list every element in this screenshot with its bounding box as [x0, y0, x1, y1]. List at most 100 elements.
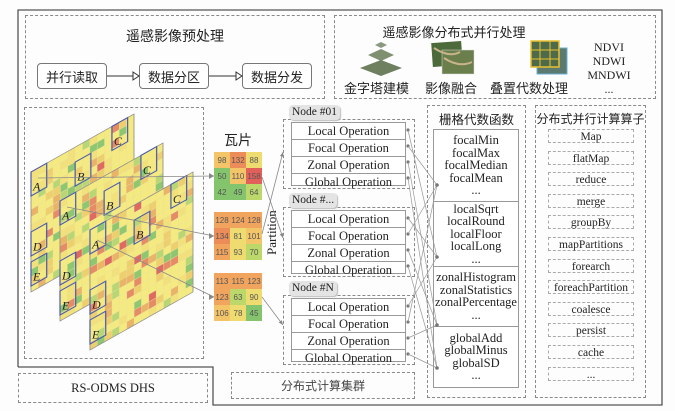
operator-item: persist: [548, 323, 634, 338]
index-list: NDVI NDWI MNDWI ...: [574, 40, 644, 96]
operator-item: merge: [548, 193, 634, 208]
region-box-C: [170, 174, 188, 210]
op-link: [407, 161, 438, 326]
node-1-panel: [283, 119, 415, 189]
op-link: [407, 184, 438, 323]
overlay-label: 叠置代数处理: [490, 82, 569, 97]
tile-link-1: [37, 175, 215, 179]
tile-cell: 93: [230, 244, 246, 260]
operator-item: ...: [548, 366, 634, 381]
overlay-grid-icon: [530, 40, 568, 75]
node-2-local-op: Local Operation: [292, 211, 405, 228]
function-item: ...: [471, 368, 481, 383]
tile-cell: 49: [230, 184, 246, 200]
region-label-A: A: [91, 237, 100, 251]
tile-cell: 158: [246, 168, 262, 184]
tile-link-2: [66, 206, 215, 237]
node-2-panel: [283, 207, 415, 277]
function-item: zonalHistogram: [436, 270, 516, 285]
node-n-zonal-op: Zonal Operation: [292, 333, 405, 350]
function-item: localRound: [447, 214, 505, 229]
function-item: focalMedian: [444, 158, 508, 173]
function-item: focalMin: [453, 133, 499, 148]
node-n-focal-op: Focal Operation: [292, 316, 405, 333]
function-item: localLong: [450, 239, 502, 254]
region-box-B: [74, 152, 92, 188]
tile-cell: 124: [230, 212, 246, 228]
node-1-tag: Node #01: [289, 105, 341, 120]
region-label-B: B: [136, 228, 144, 242]
preprocess-panel: [25, 15, 325, 99]
tile-cell: 110: [230, 168, 246, 184]
operator-item: groupBy: [548, 215, 634, 230]
region-label-C: C: [173, 192, 182, 206]
node-2-zonal-op: Zonal Operation: [292, 245, 405, 262]
pyramid-label: 金字塔建模: [344, 82, 410, 97]
tile-link-3: [96, 239, 215, 298]
fusion-label: 影像融合: [425, 82, 478, 97]
parallel-panel: [334, 15, 656, 99]
step-data-distribute: 数据分发: [242, 63, 312, 89]
partition-arrow-2: [261, 151, 284, 235]
step-data-partition: 数据分区: [139, 63, 209, 89]
region-box-E: [59, 281, 77, 316]
tile-cell: 134: [214, 228, 230, 244]
node-n-local-op: Local Operation: [292, 299, 405, 316]
tile-cell: 132: [230, 152, 246, 168]
tile-cell: 98: [214, 152, 230, 168]
tile-cell: 106: [214, 305, 230, 321]
tile-cell: 81: [230, 228, 246, 244]
operator-item: coalesce: [548, 301, 634, 316]
function-item: zonalStatistics: [439, 282, 513, 297]
pyramid-icon: [360, 42, 402, 76]
function-item: focalMax: [452, 145, 500, 160]
parallel-icons: [360, 40, 568, 76]
region-box-E: [89, 310, 107, 345]
operator-item: forearch: [548, 258, 634, 273]
step-arrows: [107, 71, 243, 81]
operator-item: reduce: [548, 172, 634, 187]
region-label-A: A: [61, 208, 70, 222]
region-box-B: [103, 181, 121, 217]
function-item: focalMean: [449, 170, 503, 185]
tile-cell: 45: [246, 305, 262, 321]
tile-cell: 123: [246, 273, 262, 289]
function-item: globalMinus: [444, 343, 508, 358]
step-parallel-read: 并行读取: [37, 63, 107, 89]
operator-item: flatMap: [548, 150, 634, 165]
region-label-B: B: [106, 199, 114, 213]
tile-cell: 78: [230, 305, 246, 321]
region-label-C: C: [114, 134, 123, 148]
region-label-E: E: [32, 269, 41, 283]
index-ndvi: NDVI: [594, 40, 624, 54]
tile-cell: 50: [214, 168, 230, 184]
op-link: [407, 145, 438, 186]
node-2-focal-op: Focal Operation: [292, 228, 405, 245]
tile-cell: 101: [246, 228, 262, 244]
node-2-ops: Local Operation Focal Operation Zonal Op…: [291, 210, 406, 277]
node-n-ops: Local Operation Focal Operation Zonal Op…: [291, 298, 406, 365]
function-item: localFloor: [450, 226, 502, 241]
region-label-D: D: [32, 239, 42, 253]
tiles-title: 瓦片: [224, 133, 252, 149]
op-link: [407, 249, 438, 326]
function-connector-dot: [435, 323, 439, 327]
region-box-D: [30, 222, 48, 257]
function-item: globalSD: [452, 355, 500, 370]
partition-arrow-1: [261, 176, 284, 239]
region-label-C: C: [143, 163, 152, 177]
node-1-ops: Local Operation Focal Operation Zonal Op…: [291, 122, 406, 189]
raster-panel: [24, 107, 204, 359]
node-2-global-op: Global Operation: [304, 263, 393, 277]
tile-cell: 128: [214, 212, 230, 228]
preprocess-title: 遥感影像预处理: [126, 29, 224, 45]
partition-arrow-3: [261, 296, 284, 326]
op-link: [407, 324, 438, 339]
op-link: [407, 129, 438, 258]
index-mndwi: MNDWI: [587, 68, 631, 82]
tile-cell: 64: [246, 184, 262, 200]
